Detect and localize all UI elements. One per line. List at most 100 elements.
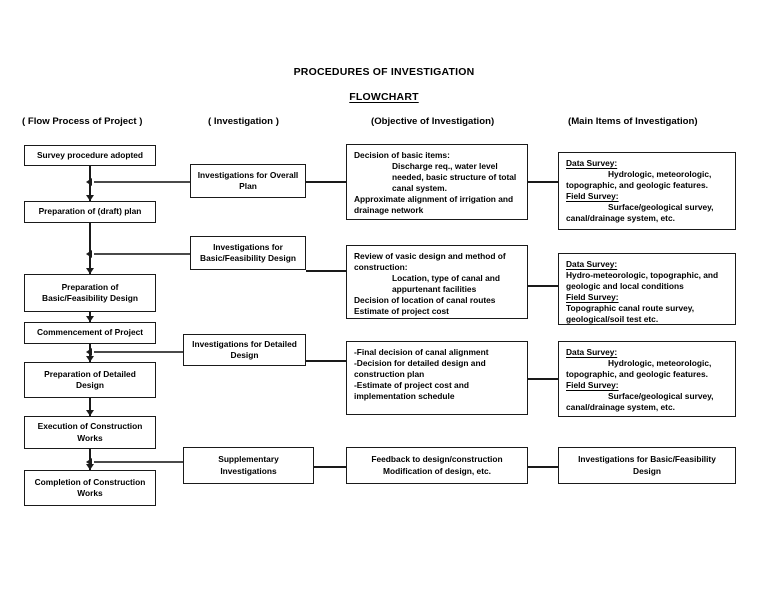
flow-arrow-down-icon — [85, 316, 94, 322]
investigation-box-label-line2: Investigations — [220, 465, 277, 476]
flow-arrow-down-icon — [85, 268, 94, 274]
objective-line: canal system. — [392, 183, 447, 194]
flow-box-execution-construction-works: Execution of Construction Works — [24, 416, 156, 449]
main-items-heading: Data Survey: — [566, 347, 618, 357]
investigation-box-label-line1: Supplementary — [218, 454, 279, 465]
objective-line: Feedback to design/construction — [371, 454, 503, 465]
objective-line: Approximate alignment of irrigation and — [354, 194, 514, 205]
flow-box-label: Preparation of (draft) plan — [38, 206, 142, 217]
objective-line: appurtenant facilities — [392, 284, 477, 295]
connector-investigation-to-flow — [94, 253, 190, 255]
investigation-box-label-line2: Plan — [239, 181, 257, 191]
connector-investigation-to-flow — [94, 351, 190, 353]
flow-arrow-down-icon — [85, 464, 94, 470]
objective-line: drainage network — [354, 205, 424, 216]
objective-box-overall-plan: Decision of basic items: Discharge req.,… — [346, 144, 528, 220]
objective-line: Discharge req., water level — [392, 161, 498, 172]
flow-connector-line — [89, 398, 91, 416]
column-header-objective: (Objective of Investigation) — [371, 116, 495, 127]
flow-box-label-line1: Execution of Construction — [37, 421, 143, 432]
objective-line: construction plan — [354, 369, 425, 380]
main-items-line: Hydro-meteorologic, topographic, and — [566, 270, 719, 281]
main-items-heading: Field Survey: — [566, 292, 619, 303]
main-items-line: Investigations for Basic/Feasibility — [578, 454, 716, 465]
flow-box-commencement-of-project: Commencement of Project — [24, 322, 156, 344]
main-items-line: canal/drainage system, etc. — [566, 402, 675, 413]
connector-investigation-to-flow — [94, 181, 190, 183]
flow-box-preparation-detailed-design: Preparation of Detailed Design — [24, 362, 156, 398]
main-items-line: Surface/geological survey, — [608, 391, 714, 402]
flow-arrow-down-icon — [85, 410, 94, 416]
connector-investigation-to-objective — [314, 466, 346, 468]
investigation-box-detailed-design: Investigations for Detailed Design — [183, 334, 306, 366]
objective-line: -Decision for detailed design and — [354, 358, 486, 369]
objective-line: Decision of location of canal routes — [354, 295, 496, 306]
column-header-investigation: ( Investigation ) — [208, 116, 279, 127]
objective-box-basic-feasibility-design: Review of vasic design and method of con… — [346, 245, 528, 319]
flow-box-label-line1: Preparation of Detailed — [44, 368, 136, 379]
page-subtitle: FLOWCHART — [349, 91, 419, 103]
connector-investigation-to-objective — [306, 360, 346, 362]
objective-line: -Estimate of project cost and — [354, 380, 469, 391]
objective-line: construction: — [354, 262, 408, 273]
objective-box-supplementary: Feedback to design/construction Modifica… — [346, 447, 528, 484]
main-items-box-basic-feasibility-design: Data Survey: Hydro-meteorologic, topogra… — [558, 253, 736, 325]
objective-line: Decision of basic items: — [354, 150, 450, 160]
connector-investigation-to-flow — [94, 461, 190, 463]
flow-arrow-down-icon — [85, 356, 94, 362]
page-title: PROCEDURES OF INVESTIGATION — [293, 66, 475, 78]
flow-connector-line — [89, 222, 91, 274]
investigation-box-label-line1: Investigations for Overall — [197, 169, 299, 180]
investigation-box-label-line1: Investigations for — [213, 241, 283, 252]
flow-box-label-line2: Basic/Feasibility Design — [42, 293, 138, 303]
main-items-line: canal/drainage system, etc. — [566, 213, 675, 224]
main-items-line: topographic, and geologic features. — [566, 369, 708, 380]
connector-objective-to-main-items — [528, 285, 558, 287]
main-items-line: Topographic canal route survey, — [566, 303, 695, 314]
flow-arrow-down-icon — [85, 195, 94, 201]
main-items-heading: Field Survey: — [566, 191, 619, 202]
connector-objective-to-main-items — [528, 181, 558, 183]
connector-investigation-to-objective — [306, 181, 346, 183]
connector-objective-to-main-items — [528, 378, 558, 380]
main-items-heading: Data Survey: — [566, 158, 618, 168]
main-items-line: Design — [633, 465, 661, 476]
objective-line: Modification of design, etc. — [383, 465, 491, 476]
flow-box-label-line1: Completion of Construction — [34, 476, 146, 487]
flow-box-label-line1: Preparation of — [61, 281, 119, 292]
main-items-box-overall-plan: Data Survey: Hydrologic, meteorologic, t… — [558, 152, 736, 230]
main-items-heading: Data Survey: — [566, 259, 618, 269]
connector-objective-to-main-items — [528, 466, 558, 468]
objective-line: Review of vasic design and method of — [354, 251, 506, 261]
main-items-box-detailed-design: Data Survey: Hydrologic, meteorologic, t… — [558, 341, 736, 417]
flow-box-label: Survey procedure adopted — [36, 149, 144, 160]
flow-box-label-line2: Design — [76, 380, 104, 390]
objective-box-detailed-design: -Final decision of canal alignment -Deci… — [346, 341, 528, 415]
objective-line: -Final decision of canal alignment — [354, 347, 489, 357]
investigation-box-supplementary: Supplementary Investigations — [183, 447, 314, 484]
flow-box-label-line2: Works — [77, 488, 103, 498]
main-items-line: topographic, and geologic features. — [566, 180, 708, 191]
connector-arrow-left-icon — [86, 457, 92, 466]
flow-box-draft-plan: Preparation of (draft) plan — [24, 201, 156, 223]
objective-line: Location, type of canal and — [392, 273, 500, 284]
column-header-main-items: (Main Items of Investigation) — [568, 116, 698, 127]
objective-line: Estimate of project cost — [354, 306, 449, 317]
investigation-box-label-line2: Basic/Feasibility Design — [200, 253, 296, 263]
main-items-line: Surface/geological survey, — [608, 202, 714, 213]
investigation-box-basic-feasibility-design: Investigations for Basic/Feasibility Des… — [190, 236, 306, 270]
objective-line: needed, basic structure of total — [392, 172, 517, 183]
main-items-heading: Field Survey: — [566, 380, 619, 391]
column-header-flow-process: ( Flow Process of Project ) — [22, 116, 143, 127]
connector-investigation-to-objective — [306, 270, 346, 272]
main-items-line: Hydrologic, meteorologic, — [608, 169, 712, 180]
connector-arrow-left-icon — [86, 347, 92, 356]
flow-box-label-line2: Works — [77, 432, 103, 443]
main-items-line: geological/soil test etc. — [566, 314, 659, 325]
investigation-box-label-line1: Investigations for Detailed — [192, 338, 297, 349]
flow-box-basic-feasibility-design: Preparation of Basic/Feasibility Design — [24, 274, 156, 312]
connector-arrow-left-icon — [86, 249, 92, 258]
flow-box-label: Commencement of Project — [36, 327, 144, 338]
main-items-line: geologic and local conditions — [566, 281, 684, 292]
